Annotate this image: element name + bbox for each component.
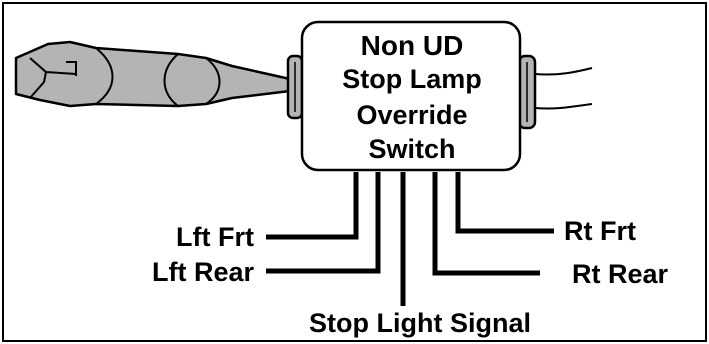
label-lft-rear: Lft Rear <box>152 257 255 287</box>
label-lft-frt: Lft Frt <box>176 222 254 252</box>
switch-label-line2: Stop Lamp <box>342 64 482 94</box>
label-rt-frt: Rt Frt <box>564 216 636 246</box>
label-rt-rear: Rt Rear <box>572 259 669 289</box>
right-wire-upper <box>534 67 593 76</box>
switch-label-line1: Non UD <box>361 30 464 61</box>
switch-label-line4: Switch <box>368 134 455 164</box>
stalk-tip-notch <box>66 61 77 76</box>
switch-wires <box>266 172 554 306</box>
wire-lft-rear <box>266 172 381 274</box>
stalk-groove-left <box>95 47 114 105</box>
switch-box <box>300 20 522 172</box>
right-wire-lower <box>534 103 593 110</box>
wire-rt-rear <box>432 172 540 276</box>
wire-lft-frt <box>266 172 359 240</box>
stalk-groove-mid <box>163 53 179 107</box>
switch-label-line3: Override <box>356 100 467 130</box>
label-stop-light-signal: Stop Light Signal <box>309 308 531 338</box>
stalk-groove-right <box>205 57 221 105</box>
stalk-tip-ridge-lower <box>29 71 47 99</box>
wire-rt-frt <box>455 172 554 234</box>
